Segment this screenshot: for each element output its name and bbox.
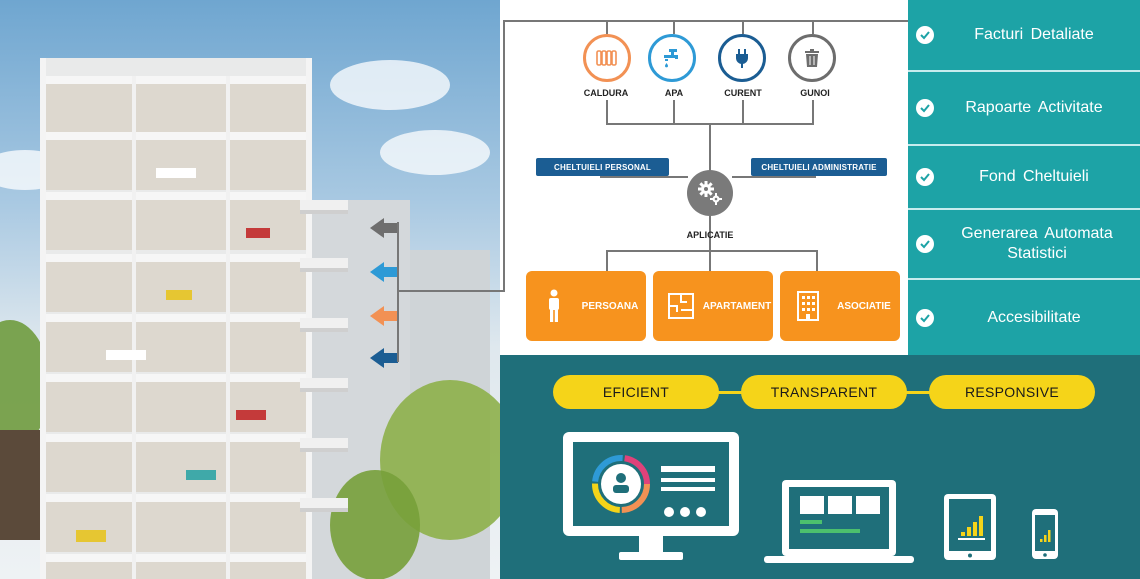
trash-bin-icon [788,34,836,82]
checkmark-icon [916,26,934,44]
entity-asociatie: ASOCIATIE [780,271,900,341]
utility-label-apa: APA [664,88,684,98]
laptop-icon [764,476,914,566]
desktop-monitor-icon [563,432,739,564]
arrow-left-icon [370,262,398,282]
expense-personal-label: CHELTUIELI PERSONAL [536,158,669,176]
floorplan-icon [661,292,701,320]
feature-item: Rapoarte Activitate [908,72,1140,144]
feature-text: Facturi Detaliate [974,26,1094,43]
checkmark-icon [916,168,934,186]
app-label: APLICATIE [686,230,734,240]
entity-label: ASOCIATIE [837,300,891,312]
arrow-left-icon [370,306,398,326]
quality-eficient: EFICIENT [553,375,719,409]
tablet-icon [944,494,996,560]
feature-item: Fond Cheltuieli [908,146,1140,208]
feature-item: Generarea Automata Statistici [908,210,1140,278]
utility-label-gunoi: GUNOI [800,88,830,98]
feature-text: Generarea Automata Statistici [961,225,1113,262]
utility-label-curent: CURENT [724,88,762,98]
entity-persoana: PERSOANA [526,271,646,341]
power-plug-icon [718,34,766,82]
arrow-left-icon [370,348,398,368]
gears-icon [687,170,733,216]
entity-label: PERSOANA [581,300,639,312]
feature-text: Fond Cheltuieli [979,168,1089,185]
feature-text: Rapoarte Activitate [965,99,1103,116]
feature-item: Accesibilitate [908,280,1140,355]
arrow-left-icon [370,218,398,238]
expense-administration-label: CHELTUIELI ADMINISTRATIE [751,158,887,176]
quality-responsive: RESPONSIVE [929,375,1095,409]
building-icon [788,290,828,322]
entity-apartament: APARTAMENT [653,271,773,341]
person-icon [534,289,574,323]
feature-text: Accesibilitate [987,308,1081,326]
checkmark-icon [916,99,934,117]
feature-item: Facturi Detaliate [908,0,1140,70]
checkmark-icon [916,235,934,253]
water-tap-icon [648,34,696,82]
smartphone-icon [1032,509,1058,559]
quality-transparent: TRANSPARENT [741,375,907,409]
checkmark-icon [916,308,934,327]
utility-label-caldura: CALDURA [583,88,629,98]
radiator-icon [583,34,631,82]
entity-label: APARTAMENT [702,300,772,312]
building-illustration [0,0,500,579]
